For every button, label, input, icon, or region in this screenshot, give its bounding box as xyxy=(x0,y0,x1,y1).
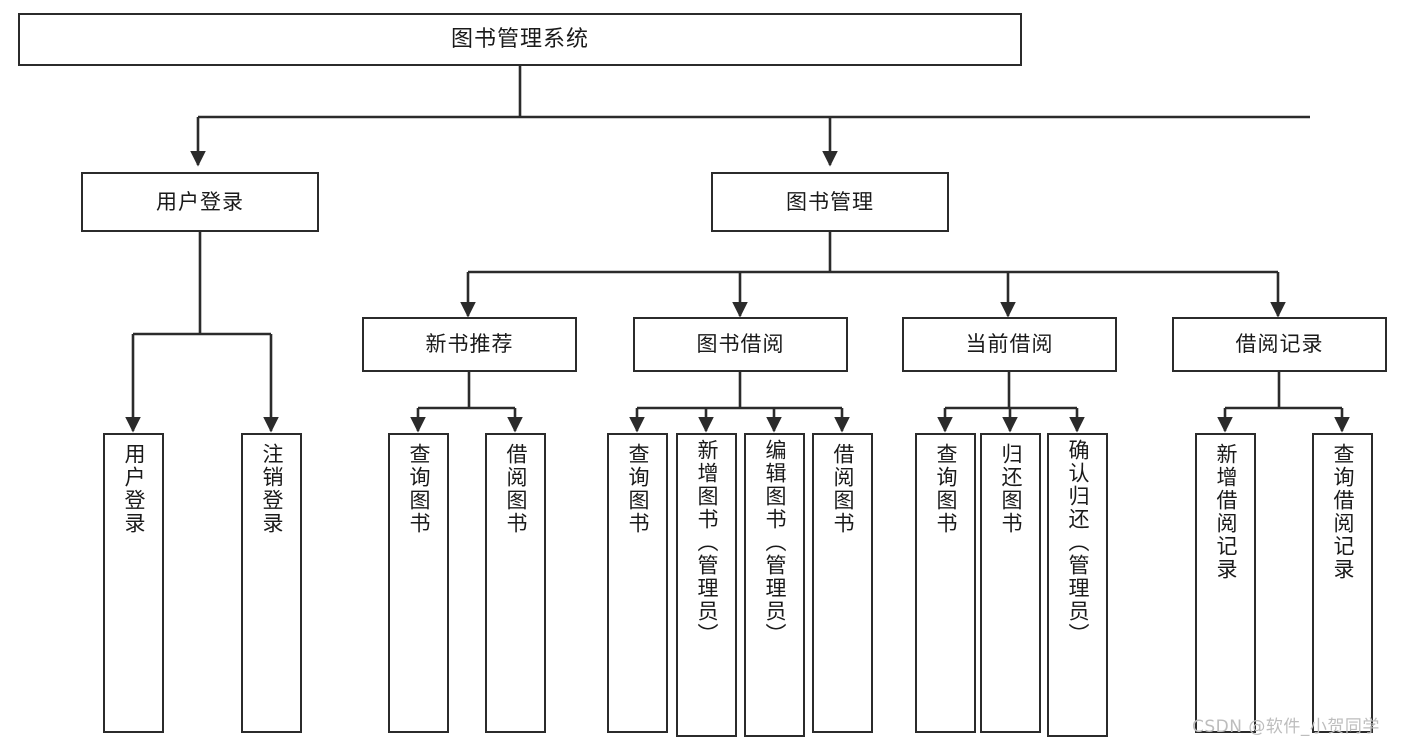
leaf-add-book-admin[interactable]: 新增图书（管理员） xyxy=(676,433,737,737)
node-label: 图书管理系统 xyxy=(450,26,589,52)
node-user-login[interactable]: 用户登录 xyxy=(81,172,319,232)
node-label: 借阅记录 xyxy=(1235,332,1324,356)
node-book-management[interactable]: 图书管理 xyxy=(711,172,949,232)
leaf-confirm-return-admin[interactable]: 确认归还（管理员） xyxy=(1047,433,1108,737)
leaf-borrow-book-recommend[interactable]: 借阅图书 xyxy=(485,433,546,733)
node-label: 归还图书 xyxy=(998,443,1023,535)
leaf-query-book-current[interactable]: 查询图书 xyxy=(915,433,976,733)
leaf-query-book-recommend[interactable]: 查询图书 xyxy=(388,433,449,733)
node-label: 编辑图书（管理员） xyxy=(762,439,787,646)
node-label: 图书借阅 xyxy=(696,332,785,356)
node-label: 新书推荐 xyxy=(425,332,514,356)
node-label: 当前借阅 xyxy=(965,332,1054,356)
leaf-query-borrow-record[interactable]: 查询借阅记录 xyxy=(1312,433,1373,733)
leaf-return-book[interactable]: 归还图书 xyxy=(980,433,1041,733)
node-label: 查询图书 xyxy=(625,443,650,535)
node-label: 用户登录 xyxy=(121,443,146,535)
node-label: 图书管理 xyxy=(786,189,874,214)
csdn-watermark: CSDN @软件_小贺同学 xyxy=(1192,717,1380,737)
node-label: 确认归还（管理员） xyxy=(1065,439,1090,646)
node-label: 借阅图书 xyxy=(503,443,528,535)
leaf-edit-book-admin[interactable]: 编辑图书（管理员） xyxy=(744,433,805,737)
node-label: 注销登录 xyxy=(259,443,284,535)
node-label: 借阅图书 xyxy=(830,443,855,535)
leaf-add-borrow-record[interactable]: 新增借阅记录 xyxy=(1195,433,1256,733)
node-label: 查询借阅记录 xyxy=(1330,443,1355,581)
node-borrow-record[interactable]: 借阅记录 xyxy=(1172,317,1387,372)
node-current-borrow[interactable]: 当前借阅 xyxy=(902,317,1117,372)
node-label: 新增图书（管理员） xyxy=(694,439,719,646)
node-label: 新增借阅记录 xyxy=(1213,443,1238,581)
node-label: 查询图书 xyxy=(933,443,958,535)
leaf-query-book-borrow[interactable]: 查询图书 xyxy=(607,433,668,733)
node-new-book-recommend[interactable]: 新书推荐 xyxy=(362,317,577,372)
node-book-borrow[interactable]: 图书借阅 xyxy=(633,317,848,372)
leaf-logout-login[interactable]: 注销登录 xyxy=(241,433,302,733)
node-label: 用户登录 xyxy=(156,189,244,214)
leaf-borrow-book[interactable]: 借阅图书 xyxy=(812,433,873,733)
node-label: 查询图书 xyxy=(406,443,431,535)
leaf-user-login[interactable]: 用户登录 xyxy=(103,433,164,733)
node-root-book-management-system[interactable]: 图书管理系统 xyxy=(18,13,1022,66)
